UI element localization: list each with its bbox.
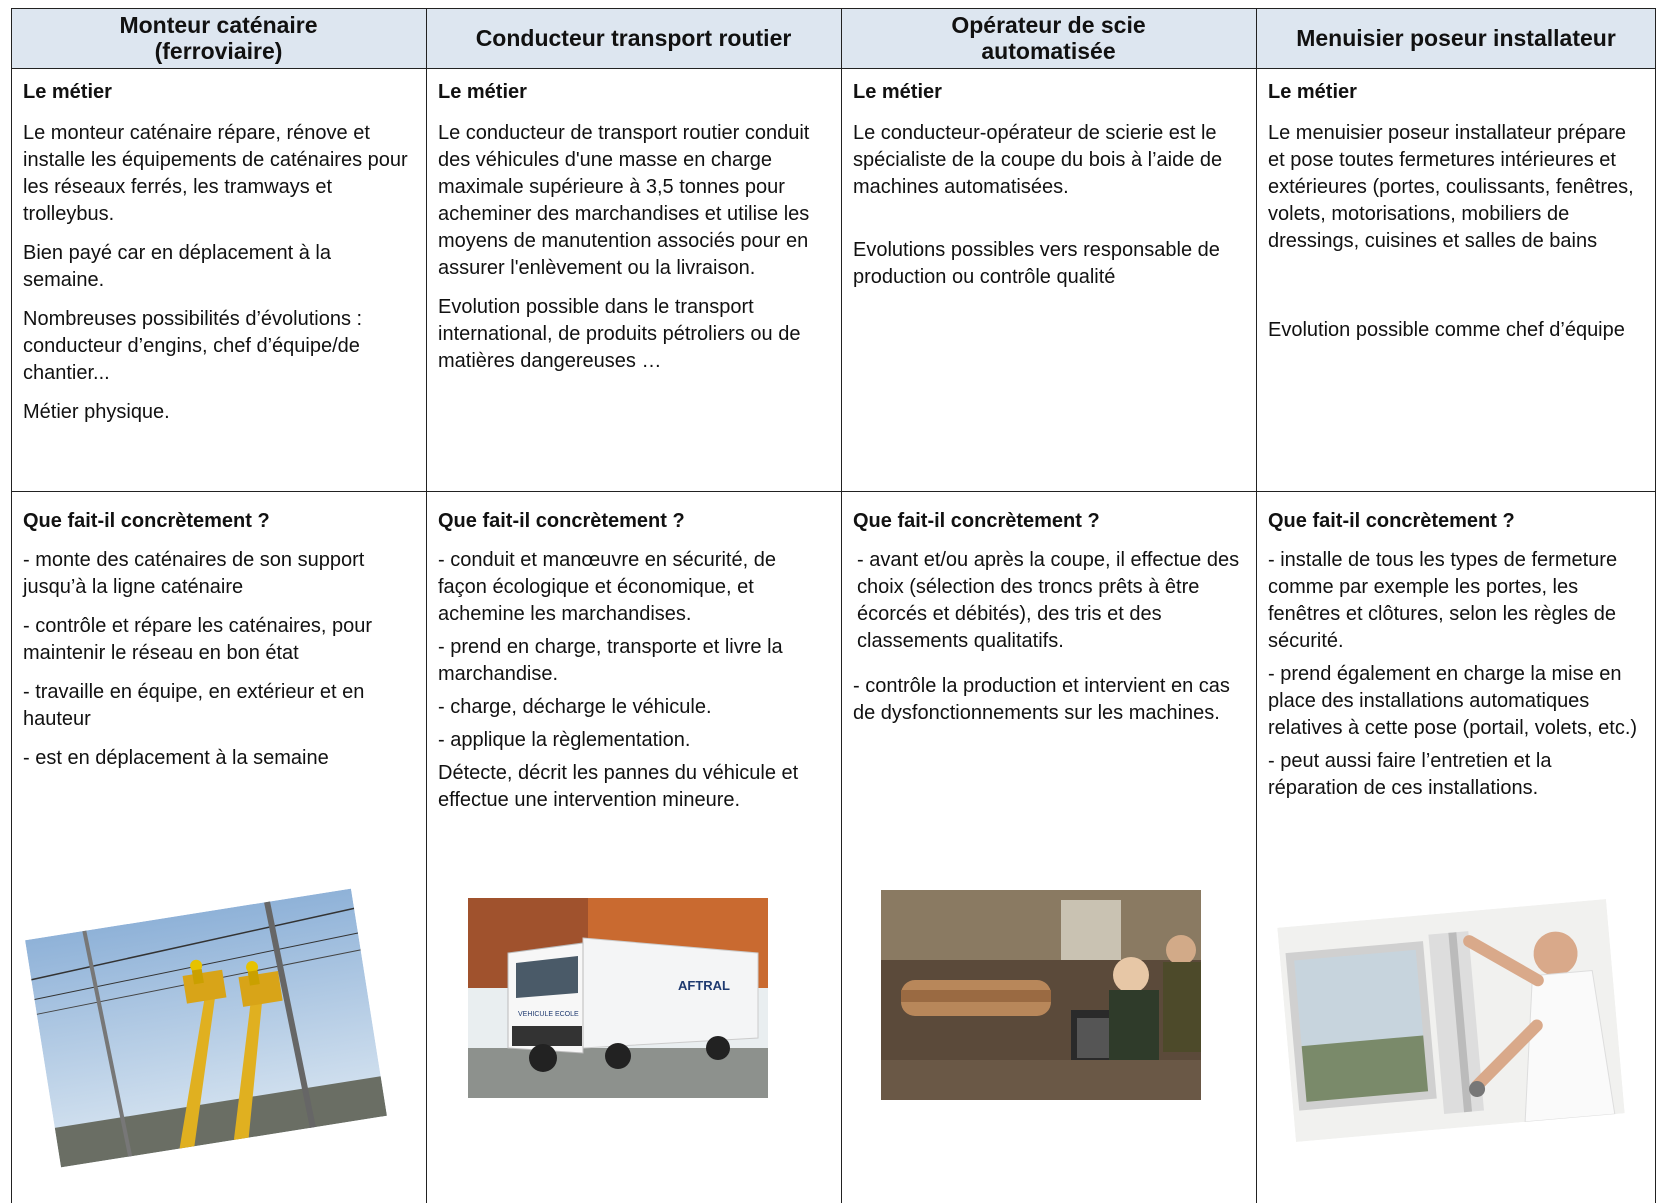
section-title: Que fait-il concrètement ? [438,510,685,532]
column-divider [841,8,842,1203]
section-title: Le métier [438,81,527,103]
column-menuisier-poseur: Menuisier poseur installateur Le métier … [1256,8,1656,1203]
paragraph: Le menuisier poseur installateur prépare… [1268,122,1634,252]
column-monteur-catenaire: Monteur caténaire (ferroviaire) Le métie… [11,8,426,1203]
concret-section: Que fait-il concrètement ? - installe de… [1256,491,1656,1203]
section-title: Que fait-il concrètement ? [1268,510,1515,532]
table-border [11,8,1656,9]
paragraph: Le conducteur-opérateur de scierie est l… [853,122,1223,198]
paragraph: Nombreuses possibilités d’évolutions : c… [23,308,363,384]
section-title: Que fait-il concrètement ? [853,510,1100,532]
list-item: - travaille en équipe, en extérieur et e… [23,681,365,730]
column-divider [426,8,427,1203]
paragraph: Evolution possible comme chef d’équipe [1268,319,1625,341]
truck-brand-text: AFTRAL [678,978,730,993]
column-title: Menuisier poseur installateur [1256,8,1656,68]
section-title: Que fait-il concrètement ? [23,510,270,532]
list-item: - conduit et manœuvre en sécurité, de fa… [438,549,776,625]
table-border [11,8,12,1203]
truck-ecole-text: VEHICULE ECOLE [518,1011,579,1018]
catenary-workers-photo [25,888,387,1168]
metier-section: Le métier Le menuisier poseur installate… [1256,68,1656,491]
truck-photo: AFTRAL VEHICULE ECOLE [468,898,768,1098]
list-item: - avant et/ou après la coupe, il effectu… [857,549,1240,652]
concret-section: Que fait-il concrètement ? - monte des c… [11,491,426,1203]
column-title: Opérateur de scie automatisée [841,8,1256,68]
list-item: - applique la règlementation. [438,729,691,751]
concret-section: Que fait-il concrètement ? - conduit et … [426,491,841,1203]
metier-section: Le métier Le conducteur de transport rou… [426,68,841,491]
column-title: Monteur caténaire (ferroviaire) [11,8,426,68]
list-item: - charge, décharge le véhicule. [438,696,712,718]
row-divider [11,491,1656,492]
section-title: Le métier [1268,81,1357,103]
list-item: - contrôle et répare les caténaires, pou… [23,615,373,664]
metier-section: Le métier Le conducteur-opérateur de sci… [841,68,1256,491]
column-title: Conducteur transport routier [426,8,841,68]
list-item: - installe de tous les types de fermetur… [1268,549,1618,652]
paragraph: Evolutions possibles vers responsable de… [853,239,1220,288]
column-divider [1256,8,1257,1203]
list-item: - contrôle la production et intervient e… [853,675,1230,724]
list-item: - monte des caténaires de son support ju… [23,549,365,598]
column-conducteur-transport: Conducteur transport routier Le métier L… [426,8,841,1203]
paragraph: Métier physique. [23,401,170,423]
list-item: Détecte, décrit les pannes du véhicule e… [438,762,799,811]
table-border [1655,8,1656,1203]
list-item: - peut aussi faire l’entretien et la rép… [1268,750,1552,799]
column-operateur-scie: Opérateur de scie automatisée Le métier … [841,8,1256,1203]
section-title: Le métier [23,81,112,103]
list-item: - prend également en charge la mise en p… [1268,663,1638,739]
section-title: Le métier [853,81,942,103]
paragraph: Le conducteur de transport routier condu… [438,122,810,279]
job-table: Monteur caténaire (ferroviaire) Le métie… [11,8,1656,1203]
list-item: - est en déplacement à la semaine [23,747,329,769]
metier-section: Le métier Le monteur caténaire répare, r… [11,68,426,491]
paragraph: Le monteur caténaire répare, rénove et i… [23,122,408,225]
row-divider [11,68,1656,69]
sawmill-photo [881,890,1201,1100]
list-item: - prend en charge, transporte et livre l… [438,636,783,685]
paragraph: Bien payé car en déplacement à la semain… [23,242,331,291]
carpenter-photo [1277,899,1625,1142]
paragraph: Evolution possible dans le transport int… [438,296,801,372]
concret-section: Que fait-il concrètement ? - avant et/ou… [841,491,1256,1203]
